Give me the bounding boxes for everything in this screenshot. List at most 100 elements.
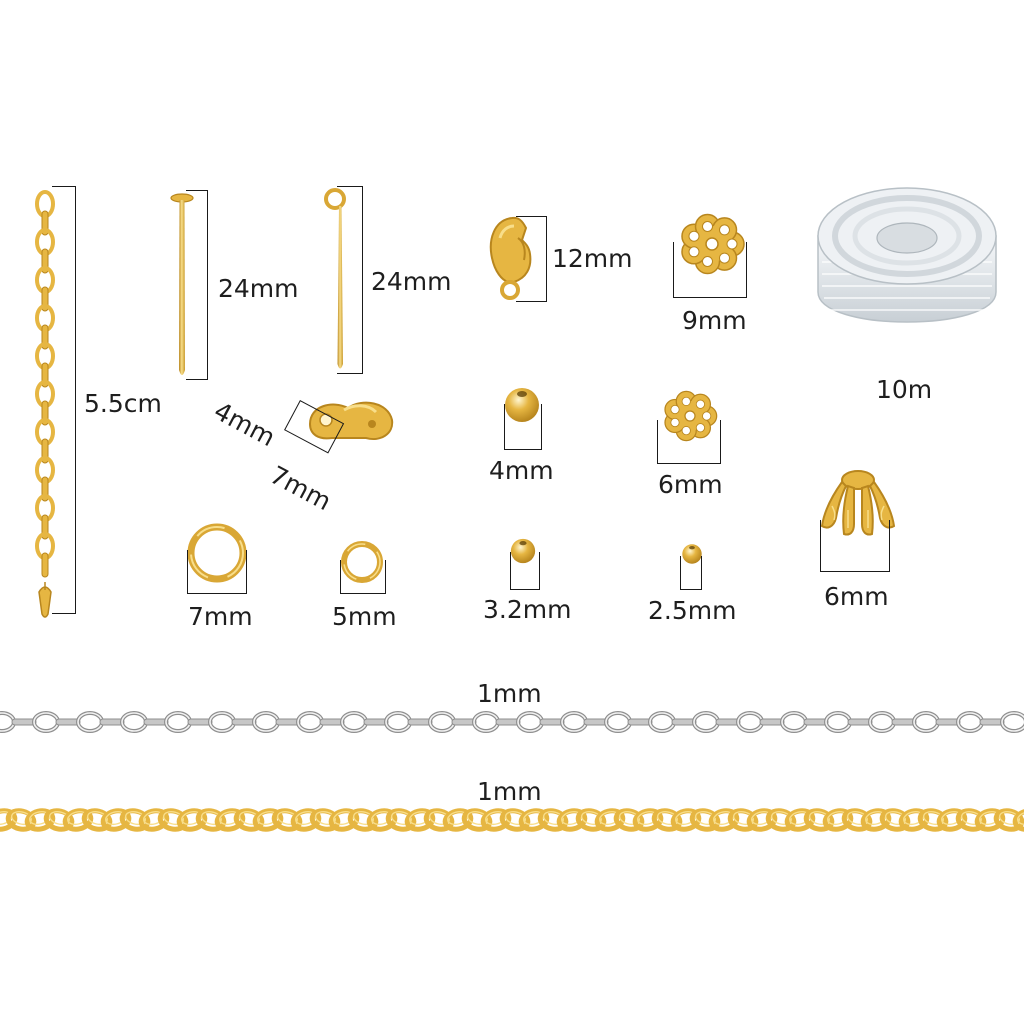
- chain-link: [936, 808, 968, 832]
- petal-hole: [702, 256, 713, 267]
- petal-hole: [719, 224, 730, 236]
- dimension-bracket: [504, 404, 542, 450]
- eye-pin-image: [324, 188, 346, 369]
- flower-bead-cap-image: [681, 213, 745, 275]
- chain-link: [290, 808, 322, 832]
- gold-chain-size-label: 1mm: [477, 777, 542, 806]
- chain-link: [24, 808, 56, 832]
- elastic-cord-length-label: 10m: [876, 375, 933, 404]
- bead-tip-width-label: 4mm: [209, 396, 280, 453]
- flower-petals: [681, 213, 745, 275]
- dimension-bracket: [340, 560, 386, 594]
- petal-hole: [681, 426, 691, 436]
- chain-link: [328, 808, 360, 832]
- chain-link: [746, 808, 778, 832]
- chain-link: [41, 552, 49, 578]
- petal-hole: [702, 221, 713, 232]
- dimension-bracket: [186, 190, 208, 380]
- cone-bead-cap-label: 6mm: [824, 582, 889, 611]
- dimension-bracket: [657, 420, 721, 464]
- chain-link: [62, 808, 94, 832]
- spacer-bead-4mm-image: [505, 388, 539, 422]
- elastic-cord-spool-image: [817, 187, 997, 323]
- chain-link: [898, 808, 930, 832]
- silver-cable-chain-image: [0, 711, 1024, 733]
- chain-link: [784, 808, 816, 832]
- chain-link: [708, 808, 740, 832]
- spacer-bead-3mm-image: [510, 538, 536, 564]
- petal-hole: [726, 238, 738, 250]
- gold-curb-chain-image: [0, 808, 1024, 832]
- lobster-clasp-size-label: 12mm: [552, 244, 633, 273]
- center-hole: [705, 237, 719, 251]
- dimension-bracket: [820, 520, 890, 572]
- chain-link: [366, 808, 398, 832]
- flower-bead-cap-9mm-label: 9mm: [682, 306, 747, 335]
- extender-chain-image: [35, 190, 55, 618]
- spacer-bead-2mm-image: [682, 544, 702, 564]
- spacer-bead-3mm-label: 3.2mm: [483, 595, 572, 624]
- dimension-bracket: [187, 550, 247, 594]
- chain-link: [480, 808, 512, 832]
- petal-hole: [695, 399, 706, 409]
- dimension-bracket: [510, 552, 540, 590]
- chain-link: [252, 808, 284, 832]
- bead-body: [505, 388, 539, 422]
- chain-link: [176, 808, 208, 832]
- petal-hole: [688, 246, 700, 258]
- flower-bead-cap-6mm-label: 6mm: [658, 470, 723, 499]
- bead-tip-image: [308, 401, 394, 440]
- petal-hole: [719, 252, 730, 264]
- petal-hole: [681, 396, 691, 406]
- chain-link: [0, 808, 18, 832]
- jump-ring-5mm-image: [341, 541, 383, 583]
- cone-bead-cap-image: [820, 470, 896, 536]
- chain-link: [974, 808, 1006, 832]
- chain-link: [214, 808, 246, 832]
- bead-tip-length-label: 7mm: [265, 460, 336, 517]
- drop-charm: [38, 582, 52, 618]
- bead-hole: [689, 546, 695, 550]
- petal-hole: [695, 423, 706, 433]
- petal-hole: [670, 417, 680, 428]
- center-hole: [684, 410, 696, 422]
- lobster-clasp-image: [489, 216, 532, 300]
- petal-hole: [670, 404, 680, 415]
- bead-body: [510, 538, 536, 564]
- chain-link: [1012, 808, 1024, 832]
- chain-link: [100, 808, 132, 832]
- flower-petals: [664, 390, 718, 442]
- chain-link: [594, 808, 626, 832]
- eye-pin-size-label: 24mm: [371, 267, 452, 296]
- chain-link: [822, 808, 854, 832]
- chain-link: [404, 808, 436, 832]
- chain-link: [632, 808, 664, 832]
- chain-link: [670, 808, 702, 832]
- bead-hole: [519, 541, 527, 546]
- chain-link: [860, 808, 892, 832]
- chain-link: [556, 808, 588, 832]
- silver-chain-size-label: 1mm: [477, 679, 542, 708]
- dimension-bracket: [516, 216, 547, 302]
- bead-hole: [517, 391, 527, 397]
- jump-ring-5mm-label: 5mm: [332, 602, 397, 631]
- petal-hole: [702, 411, 712, 421]
- jump-ring-7mm-label: 7mm: [188, 602, 253, 631]
- spacer-bead-4mm-label: 4mm: [489, 456, 554, 485]
- chain-link: [138, 808, 170, 832]
- head-pin-size-label: 24mm: [218, 274, 299, 303]
- dimension-bracket: [673, 242, 747, 298]
- head-pin-image: [170, 193, 194, 375]
- dimension-bracket: [52, 186, 76, 614]
- chain-link: [442, 808, 474, 832]
- spacer-bead-2mm-label: 2.5mm: [648, 596, 737, 625]
- bead-body: [682, 544, 702, 564]
- jump-ring-7mm-image: [187, 523, 247, 583]
- extender-chain-size-label: 5.5cm: [84, 389, 162, 418]
- dimension-bracket: [680, 556, 702, 590]
- dimension-bracket: [337, 186, 363, 374]
- flower-bead-cap-6mm-image: [664, 390, 718, 442]
- petal-hole: [688, 230, 700, 242]
- chain-link: [518, 808, 550, 832]
